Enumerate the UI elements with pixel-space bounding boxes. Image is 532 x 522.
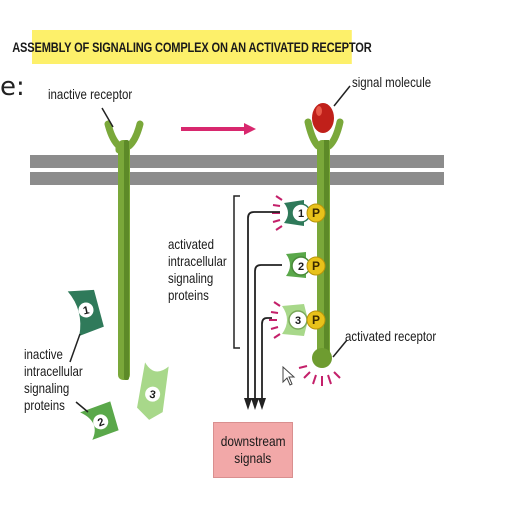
inactive-protein-2-number: 2: [96, 416, 106, 429]
signal-molecule-pointer: [333, 85, 351, 107]
downstream-signals-box: downstream signals: [213, 422, 293, 478]
inactive-receptor-pointer: [101, 107, 114, 128]
activated-protein-3: 3 P: [282, 304, 326, 336]
activated-receptor-pointer: [332, 339, 348, 358]
activated-proteins-bracket: [233, 195, 240, 349]
protein-1-burst: [272, 195, 283, 231]
signal-molecule-label: signal molecule: [352, 74, 432, 90]
activated-receptor-label: activated receptor: [345, 328, 437, 344]
downstream-label-line-1: downstream: [220, 433, 286, 449]
downstream-signal-arrows: [247, 211, 282, 400]
mouse-cursor-icon: [282, 365, 296, 386]
phosphate-2-label: P: [312, 259, 320, 273]
protein-3-number: 3: [295, 315, 301, 327]
activated-receptor: [304, 118, 344, 368]
cell-membrane: [30, 155, 444, 185]
inactive-protein-2: 2: [80, 401, 119, 440]
protein-1-number: 1: [298, 208, 304, 220]
phosphate-3-label: P: [312, 313, 320, 327]
protein-2-number: 2: [298, 261, 304, 273]
cutoff-text: e:: [0, 72, 25, 102]
activation-arrow: [181, 123, 256, 135]
activated-protein-2: 2 P: [286, 252, 326, 278]
downstream-arrowheads: [244, 398, 266, 410]
activated-proteins-label: activated intracellular signaling protei…: [168, 236, 227, 303]
inactive-receptor-label: inactive receptor: [48, 86, 133, 102]
inactive-protein-3-number: 3: [148, 389, 156, 402]
inactive-protein-1-number: 1: [82, 304, 90, 317]
inactive-proteins-label: inactive intracellular signaling protein…: [24, 346, 83, 413]
inactive-protein-3: 3: [137, 362, 169, 420]
inactive-receptor: [104, 120, 144, 380]
signal-molecule: [312, 103, 334, 133]
inactive-protein-1: 1: [67, 289, 104, 336]
diagram-title: ASSEMBLY OF SIGNALING COMPLEX ON AN ACTI…: [12, 30, 372, 64]
protein-3-burst: [269, 301, 281, 339]
downstream-label-line-2: signals: [234, 450, 272, 466]
phosphate-1-label: P: [312, 206, 320, 220]
inactive-proteins-pointer-2: [75, 401, 89, 413]
inactive-proteins-pointer-1: [69, 333, 81, 363]
activated-protein-1: 1 P: [284, 200, 326, 226]
receptor-activation-burst: [298, 365, 341, 386]
